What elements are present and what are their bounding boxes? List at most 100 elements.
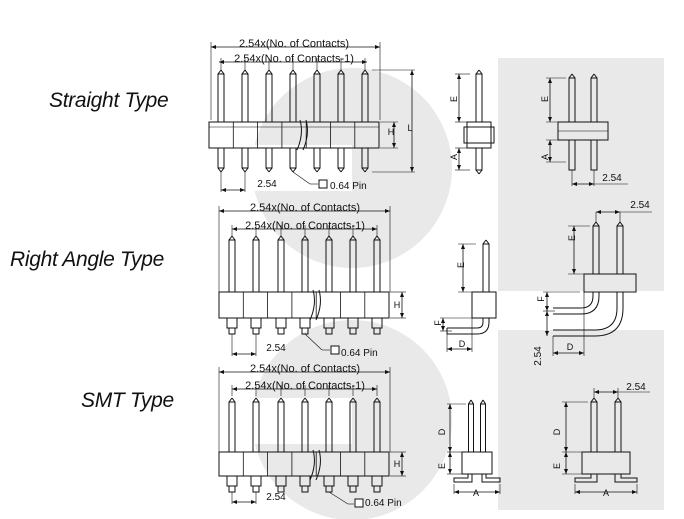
pin-lower-tip — [277, 327, 285, 335]
dimension-arrow — [392, 122, 396, 127]
pin-tip — [244, 167, 249, 173]
pin-upper — [217, 73, 225, 123]
pin-lower-tip — [325, 485, 333, 493]
pin-lower-tip — [301, 327, 309, 335]
pin-tip — [292, 69, 297, 75]
dim-l-straight: L — [407, 123, 412, 133]
pin-tip — [328, 397, 333, 403]
pin-upper — [337, 73, 345, 123]
pin-size-square — [330, 345, 340, 355]
pin-tip — [220, 69, 225, 75]
pin-tip — [255, 397, 260, 403]
straight-type-drawing — [208, 42, 628, 192]
dimension-arrow — [457, 74, 461, 79]
pin-side-lower — [590, 139, 598, 171]
dimension-arrow — [467, 347, 472, 351]
housing-side — [466, 121, 492, 149]
pin-lower-body — [226, 317, 238, 329]
pin-side-upper — [614, 401, 622, 453]
pin-side-lower — [568, 139, 576, 171]
pin-size-square — [354, 498, 364, 508]
housing-side — [581, 451, 631, 475]
dim-pitch-right-angle: 2.54 — [266, 343, 286, 354]
pin-tip — [328, 235, 333, 241]
pin-tip — [482, 399, 486, 405]
pin-tip — [352, 397, 357, 403]
pin-lower-body — [347, 317, 359, 329]
dim-e-straight: E — [449, 96, 459, 102]
pin-tip — [568, 73, 573, 79]
smt-foot — [614, 474, 638, 483]
pin-tip — [478, 169, 483, 175]
pin-lower-body — [299, 475, 311, 487]
dim-a-straight: A — [449, 154, 459, 160]
smt-type-drawing — [218, 367, 650, 508]
pin-lower-body — [299, 317, 311, 329]
dimension-arrow — [448, 447, 452, 452]
dimension-arrow — [548, 78, 552, 83]
dimension-arrow — [548, 117, 552, 122]
dim-f-right-angle: F — [433, 320, 443, 326]
right-angle-type-label: Right Angle Type — [10, 248, 164, 271]
pin-tip — [217, 167, 222, 173]
pin-tip — [244, 69, 249, 75]
housing-side — [583, 273, 637, 293]
dimension-arrow — [572, 269, 576, 274]
pin-lower-body — [323, 317, 335, 329]
dimension-arrow — [232, 387, 237, 391]
dimension-arrow — [564, 452, 568, 457]
dimension-arrow — [457, 117, 461, 122]
dimension-arrow — [372, 387, 377, 391]
dimension-arrow — [372, 227, 377, 231]
pin-lower — [241, 147, 249, 169]
pin-tip — [616, 221, 621, 227]
pin-tip — [301, 235, 306, 241]
dim-pitch-span-right-angle: 2.54x(No. of Contacts-1) — [245, 220, 365, 232]
pin-bent — [553, 292, 600, 315]
pin-tip — [304, 397, 309, 403]
dimension-arrow — [594, 390, 599, 394]
pin-tip — [592, 221, 597, 227]
pin-tip — [231, 397, 236, 403]
pin-tip — [217, 69, 222, 75]
pin-tip — [228, 397, 233, 403]
pin-lower-tip — [277, 485, 285, 493]
housing — [218, 291, 390, 319]
dimension-arrow — [564, 469, 568, 474]
pin-tip — [289, 167, 294, 173]
pin-tip — [373, 397, 378, 403]
pin-tip — [352, 235, 357, 241]
dim-pin-right-angle: 0.64 Pin — [341, 348, 378, 359]
pin-lower-tip — [349, 485, 357, 493]
pin-upper — [301, 239, 309, 293]
pin-tip — [313, 167, 318, 173]
housing — [208, 121, 380, 149]
pin-lower-tip — [228, 485, 236, 493]
dimension-arrow — [410, 167, 414, 172]
pin-tip — [376, 235, 381, 241]
pin-tip — [482, 239, 487, 245]
pin-tip — [265, 167, 270, 173]
pin-tip — [277, 235, 282, 241]
pin-lower-tip — [325, 327, 333, 335]
dimension-arrow — [232, 227, 237, 231]
pin-tip — [301, 397, 306, 403]
dimension-arrow — [457, 148, 461, 153]
pin-upper — [265, 73, 273, 123]
pin-upper — [277, 401, 285, 453]
dim-pin-smt: 0.64 Pin — [365, 498, 402, 509]
pin-tip — [289, 69, 294, 75]
pin-tip — [614, 397, 619, 403]
pin-tip — [268, 69, 273, 75]
pin-tip — [265, 69, 270, 75]
pin-lower-body — [347, 475, 359, 487]
pin-tip — [252, 397, 257, 403]
pin-tip — [280, 235, 285, 241]
dimension-arrow — [447, 347, 452, 351]
dimension-arrow — [221, 188, 226, 192]
dim-e-right-angle-side: E — [567, 235, 577, 241]
pin-tip — [617, 397, 622, 403]
pin-tip — [468, 399, 472, 405]
